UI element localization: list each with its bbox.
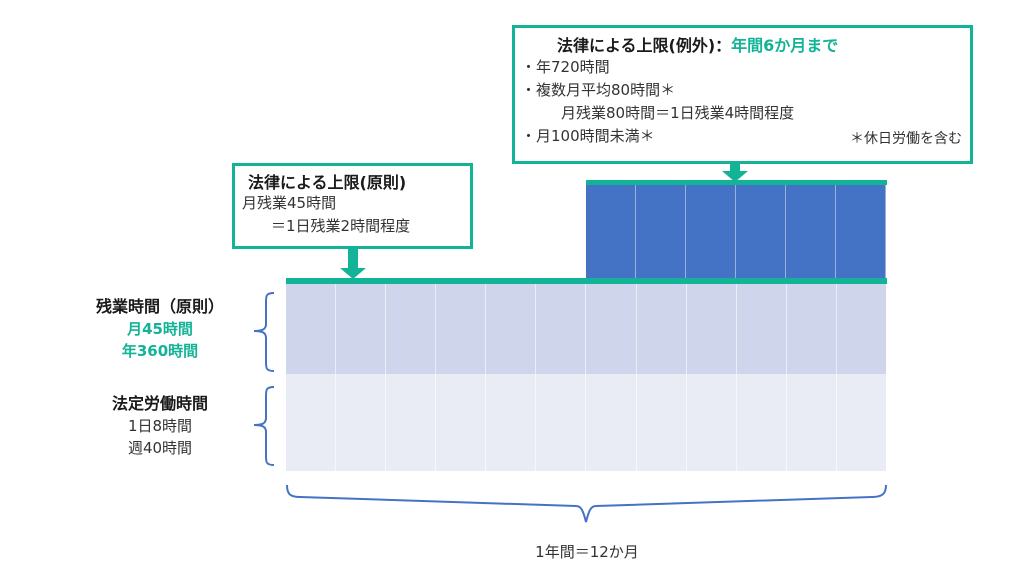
month-cell (536, 374, 587, 471)
legal-hours-daily: 1日8時間 (127, 417, 193, 435)
month-cell (686, 374, 737, 471)
month-cell (286, 374, 337, 471)
month-cell (486, 374, 537, 471)
month-cell (536, 284, 587, 374)
principle-line-daily-equivalent: ＝1日残業2時間程度 (271, 217, 411, 235)
month-cell (686, 185, 736, 278)
overtime-monthly: 月45時間 (127, 320, 193, 338)
legal-hours-weekly: 週40時間 (127, 439, 193, 457)
month-cell (586, 185, 636, 278)
month-cell (486, 284, 537, 374)
month-cell (586, 374, 637, 471)
callout-exception-title: 法律による上限(例外)：年間6か月まで (557, 32, 838, 56)
exception-limit-line (586, 180, 887, 185)
month-cell (836, 284, 886, 374)
title-highlight: 年間6か月まで (731, 36, 839, 55)
principle-line-monthly: 月残業45時間 (242, 194, 337, 212)
exception-months-block (586, 185, 886, 278)
month-cell (736, 374, 787, 471)
month-cell (786, 374, 837, 471)
month-cell (586, 284, 637, 374)
exception-line-monthly-cap: ・月100時間未満＊ (521, 127, 655, 145)
overtime-annual: 年360時間 (121, 342, 199, 360)
principle-limit-line (286, 278, 887, 284)
bottom-brace-icon (286, 484, 887, 523)
overtime-row (286, 284, 886, 374)
month-cell (336, 284, 387, 374)
month-cell (436, 284, 487, 374)
exception-line-daily-equivalent: 月残業80時間＝1日残業4時間程度 (561, 104, 795, 122)
month-cell (686, 284, 737, 374)
month-cell (636, 284, 687, 374)
month-cell (736, 185, 786, 278)
overtime-heading: 残業時間（原則） (95, 297, 224, 316)
month-cell (786, 284, 837, 374)
month-cell (786, 185, 836, 278)
month-cell (636, 374, 687, 471)
exception-line-multi-month-avg: ・複数月平均80時間＊ (521, 81, 676, 99)
month-cell (436, 374, 487, 471)
callout-principle-limit: 法律による上限(原則) 月残業45時間 ＝1日残業2時間程度 (232, 163, 473, 249)
callout-exception-limit: 法律による上限(例外)：年間6か月まで ・年720時間 ・複数月平均80時間＊ … (512, 25, 973, 164)
month-cell (836, 185, 886, 278)
title-prefix: 法律による上限(例外)： (557, 36, 732, 55)
callout-principle-title: 法律による上限(原則) (248, 173, 407, 192)
left-brace-icon (253, 386, 275, 466)
exception-line-annual: ・年720時間 (521, 58, 610, 76)
month-cell (386, 374, 437, 471)
month-cell (286, 284, 337, 374)
month-cell (836, 374, 886, 471)
month-cell (736, 284, 787, 374)
left-brace-icon (253, 292, 275, 372)
timeline-label: 1年間＝12か月 (535, 543, 639, 561)
exception-footnote: ＊休日労働を含む (850, 131, 962, 147)
month-cell (636, 185, 686, 278)
overtime-label: 残業時間（原則） 月45時間 年360時間 (70, 296, 250, 362)
legal-hours-row (286, 374, 886, 471)
legal-hours-label: 法定労働時間 1日8時間 週40時間 (70, 393, 250, 459)
month-cell (386, 284, 437, 374)
month-cell (336, 374, 387, 471)
legal-hours-heading: 法定労働時間 (111, 394, 208, 413)
